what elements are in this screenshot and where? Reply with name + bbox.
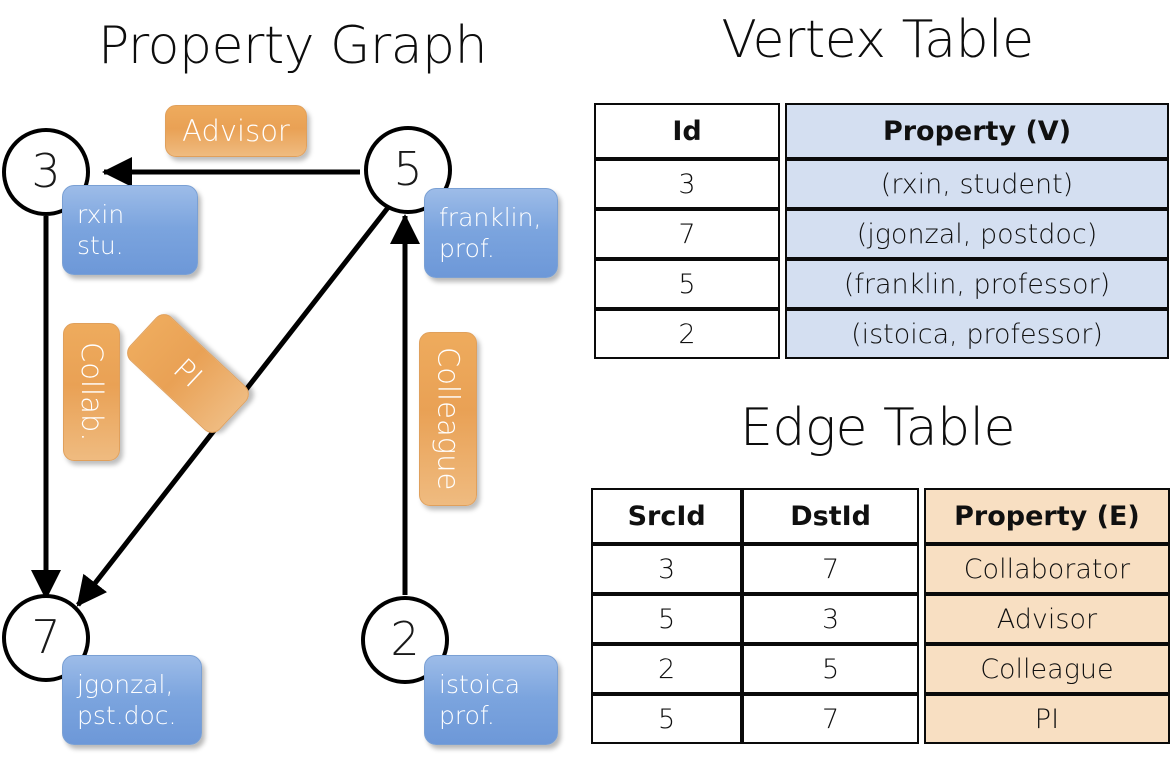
edge-label-collab: Collab.: [63, 323, 120, 461]
page-title-property-graph: Property Graph: [97, 16, 488, 76]
edge-table-row[interactable]: 3 7 Collaborator: [591, 544, 1170, 594]
edge-col-header-property: Property (E): [923, 488, 1170, 544]
edge-cell-dstid: 7: [742, 544, 919, 594]
node-callout-istoica-line2: prof.: [439, 701, 495, 730]
node-callout-franklin-line1: franklin,: [439, 203, 542, 232]
edge-cell-dstid: 3: [742, 594, 919, 644]
vertex-col-header-property: Property (V): [785, 103, 1169, 159]
edge-cell-srcid: 2: [591, 644, 743, 694]
node-callout-istoica-line1: istoica: [439, 670, 521, 699]
vertex-table: Id Property (V) 3 (rxin, student) 7 (jgo…: [594, 103, 1169, 359]
vertex-cell-property: (franklin, professor): [785, 259, 1169, 309]
edge-label-advisor: Advisor: [165, 105, 307, 157]
edge-table-header-row: SrcId DstId Property (E): [591, 488, 1170, 544]
edge-table-row[interactable]: 5 3 Advisor: [591, 594, 1170, 644]
vertex-cell-id: 2: [594, 309, 780, 359]
vertex-table-header-row: Id Property (V): [594, 103, 1169, 159]
vertex-cell-id: 7: [594, 209, 780, 259]
edge-cell-dstid: 5: [742, 644, 919, 694]
edge-cell-srcid: 3: [591, 544, 743, 594]
node-callout-rxin: rxin stu.: [62, 185, 198, 275]
vertex-cell-id: 3: [594, 159, 780, 209]
node-callout-franklin: franklin, prof.: [424, 188, 558, 278]
vertex-col-header-id: Id: [594, 103, 780, 159]
vertex-table-row[interactable]: 3 (rxin, student): [594, 159, 1169, 209]
vertex-cell-property: (rxin, student): [785, 159, 1169, 209]
edge-table-row[interactable]: 2 5 Colleague: [591, 644, 1170, 694]
graph-node-5[interactable]: 5: [364, 126, 452, 214]
edge-table: SrcId DstId Property (E) 3 7 Collaborato…: [591, 488, 1170, 744]
node-callout-jgonzal-line1: jgonzal,: [77, 670, 174, 699]
node-callout-jgonzal: jgonzal, pst.doc.: [62, 655, 202, 745]
node-callout-jgonzal-line2: pst.doc.: [77, 701, 177, 730]
graph-node-7-id: 7: [31, 610, 61, 664]
page-title-vertex-table: Vertex Table: [721, 10, 1034, 70]
edge-cell-srcid: 5: [591, 694, 743, 744]
node-callout-rxin-line1: rxin: [77, 200, 125, 229]
edge-cell-property: PI: [923, 694, 1170, 744]
edge-cell-property: Colleague: [923, 644, 1170, 694]
vertex-cell-property: (jgonzal, postdoc): [785, 209, 1169, 259]
edge-cell-dstid: 7: [742, 694, 919, 744]
graph-node-3[interactable]: 3: [2, 128, 90, 216]
vertex-table-row[interactable]: 7 (jgonzal, postdoc): [594, 209, 1169, 259]
graph-node-3-id: 3: [31, 144, 61, 198]
node-callout-franklin-line2: prof.: [439, 234, 495, 263]
node-callout-istoica: istoica prof.: [424, 655, 558, 745]
vertex-table-row[interactable]: 2 (istoica, professor): [594, 309, 1169, 359]
edge-label-colleague: Colleague: [419, 332, 477, 506]
edge-cell-property: Collaborator: [923, 544, 1170, 594]
edge-cell-property: Advisor: [923, 594, 1170, 644]
vertex-cell-id: 5: [594, 259, 780, 309]
graph-node-5-id: 5: [393, 142, 423, 196]
vertex-table-row[interactable]: 5 (franklin, professor): [594, 259, 1169, 309]
property-graph-diagram: 3 5 7 2 rxin stu. franklin, prof. jgonza…: [0, 90, 585, 760]
graph-node-2-id: 2: [390, 612, 420, 666]
edge-table-row[interactable]: 5 7 PI: [591, 694, 1170, 744]
edge-col-header-srcid: SrcId: [591, 488, 743, 544]
node-callout-rxin-line2: stu.: [77, 231, 124, 260]
edge-col-header-dstid: DstId: [742, 488, 919, 544]
edge-cell-srcid: 5: [591, 594, 743, 644]
page-title-edge-table: Edge Table: [739, 398, 1016, 458]
vertex-cell-property: (istoica, professor): [785, 309, 1169, 359]
